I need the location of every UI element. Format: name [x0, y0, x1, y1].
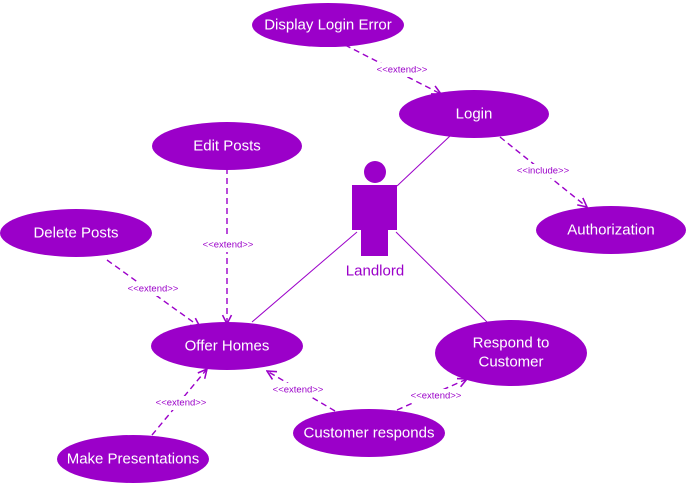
relation-label-extend-4: <<extend>>	[148, 396, 214, 410]
actor-icon	[352, 161, 397, 256]
use-case-respond-to-customer[interactable]: Respond to Customer	[435, 320, 587, 386]
extend-customer-responds-to-offer-homes	[267, 371, 336, 412]
extend-customer-responds-to-respond-to-customer	[396, 379, 467, 411]
use-case-label: Make Presentations	[67, 451, 200, 468]
use-case-customer-responds[interactable]: Customer responds	[293, 409, 445, 457]
extend-delete-posts-to-offer-homes	[106, 259, 200, 327]
use-case-label: Login	[456, 106, 493, 123]
relation-label-include: <<include>>	[509, 164, 577, 178]
relation-label-extend-2: <<extend>>	[195, 238, 261, 252]
svg-text:<<extend>>: <<extend>>	[156, 398, 207, 409]
use-case-label: Edit Posts	[193, 138, 261, 155]
svg-text:<<extend>>: <<extend>>	[273, 385, 324, 396]
relation-label-extend-6: <<extend>>	[403, 389, 469, 403]
use-case-label: Display Login Error	[264, 17, 392, 34]
use-case-label: Authorization	[567, 222, 655, 239]
use-case-login[interactable]: Login	[399, 90, 549, 138]
association-landlord-offer-homes	[251, 231, 358, 323]
actor-label: Landlord	[346, 263, 404, 280]
use-case-display-login-error[interactable]: Display Login Error	[252, 3, 404, 47]
use-case-label-line-1: Respond to	[473, 335, 550, 352]
use-case-label-line-2: Customer	[478, 354, 543, 371]
svg-text:<<extend>>: <<extend>>	[411, 391, 462, 402]
use-case-offer-homes[interactable]: Offer Homes	[151, 322, 303, 370]
svg-text:<<extend>>: <<extend>>	[128, 284, 179, 295]
relation-label-extend-1: <<extend>>	[369, 63, 435, 77]
use-case-authorization[interactable]: Authorization	[536, 206, 686, 254]
use-case-make-presentations[interactable]: Make Presentations	[57, 435, 209, 483]
use-case-delete-posts[interactable]: Delete Posts	[0, 209, 152, 257]
svg-text:<<extend>>: <<extend>>	[377, 65, 428, 76]
use-case-label: Customer responds	[304, 425, 435, 442]
svg-text:<<include>>: <<include>>	[517, 166, 570, 177]
use-case-label: Delete Posts	[33, 225, 118, 242]
actor-landlord[interactable]: Landlord	[346, 161, 404, 280]
association-landlord-respond-to-customer	[395, 231, 491, 326]
svg-text:<<extend>>: <<extend>>	[203, 240, 254, 251]
use-case-label: Offer Homes	[185, 338, 270, 355]
use-case-edit-posts[interactable]: Edit Posts	[152, 122, 302, 170]
relation-label-extend-5: <<extend>>	[265, 383, 331, 397]
relation-label-extend-3: <<extend>>	[120, 282, 186, 296]
association-landlord-login	[396, 135, 451, 187]
